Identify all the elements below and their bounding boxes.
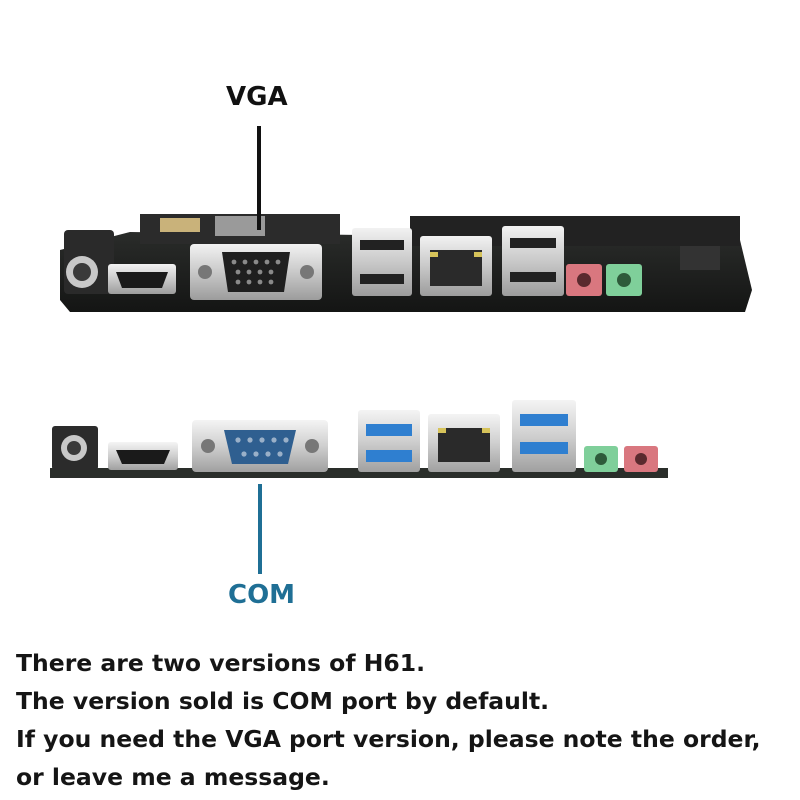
com-port <box>192 420 328 472</box>
ethernet-port <box>428 414 500 472</box>
hdmi-port <box>108 442 178 470</box>
vga-callout-label: VGA <box>226 82 288 112</box>
board-com-version-photo <box>50 400 668 478</box>
com-callout-label: COM <box>228 580 296 610</box>
board-vga-version-photo <box>60 214 752 312</box>
usb-stack-top-2 <box>502 226 564 296</box>
dc-jack <box>52 426 98 470</box>
audio-jacks <box>584 446 658 472</box>
ethernet-port-top <box>420 236 492 296</box>
note-line-4: or leave me a message. <box>16 763 330 791</box>
note-line-3: If you need the VGA port version, please… <box>16 725 761 753</box>
usb-stack-top-1 <box>352 228 412 296</box>
com-pointer-line <box>258 484 262 574</box>
note-line-1: There are two versions of H61. <box>16 649 426 677</box>
vga-port <box>190 244 322 300</box>
vga-pointer-line <box>257 126 261 230</box>
note-line-2: The version sold is COM port by default. <box>16 687 550 715</box>
audio-jacks-top <box>566 264 642 296</box>
hdmi-port-top <box>108 264 176 294</box>
version-notes: There are two versions of H61. The versi… <box>16 644 761 796</box>
usb3-stack-1 <box>358 410 420 472</box>
usb3-stack-2 <box>512 400 576 472</box>
